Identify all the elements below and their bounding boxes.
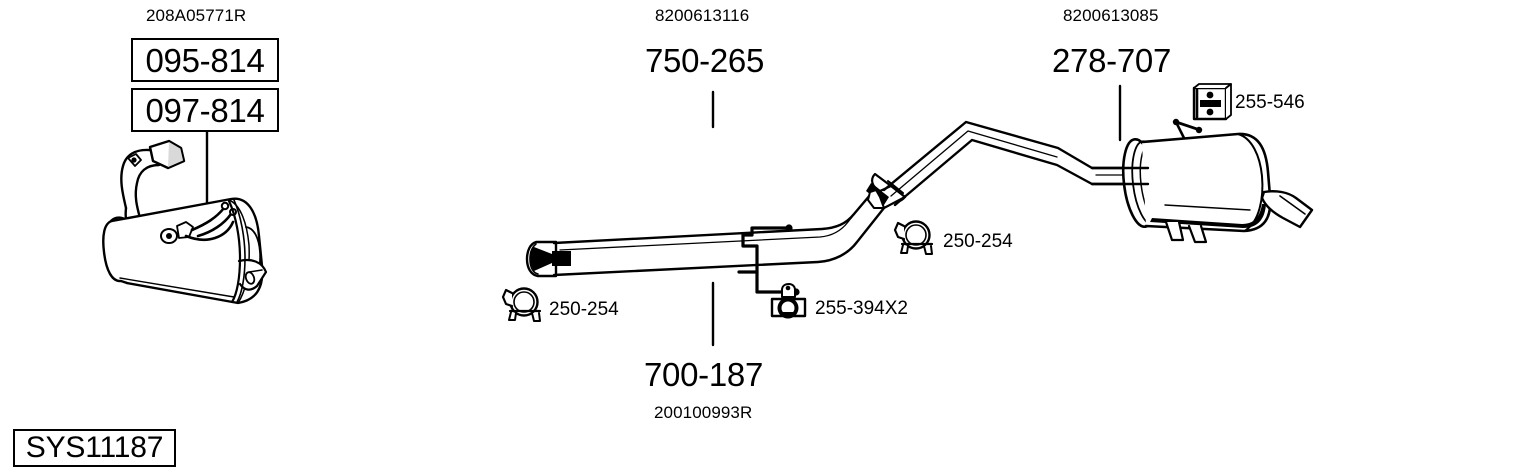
system-code-box: SYS11187: [13, 429, 176, 467]
centre-pipe-art: [525, 172, 907, 296]
oem-number-centre-pipe: 200100993R: [654, 403, 753, 422]
oem-number-front-pipe: 8200613116: [655, 6, 750, 25]
ref-rear-silencer: 278-707: [1052, 42, 1172, 79]
accessory-label-rubber-mount-centre: 255-394X2: [815, 298, 908, 319]
leader-line-hanger: [1174, 120, 1202, 132]
accessory-label-clamp-rear: 250-254: [943, 231, 1013, 252]
ref-centre-pipe: 700-187: [644, 356, 764, 393]
rear-silencer-art: [1090, 118, 1314, 244]
accessory-label-rubber-hanger-rear: 255-546: [1235, 92, 1305, 113]
accessory-label-clamp-front: 250-254: [549, 299, 619, 320]
ref-box-095-814: 095-814: [131, 38, 279, 82]
pipe-clamp-icon-rear: [893, 220, 934, 255]
rubber-mount-icon-centre: [770, 283, 807, 319]
rubber-hanger-icon-rear: [1192, 83, 1232, 121]
pipe-clamp-icon-front: [501, 287, 542, 322]
oem-number-rear-silencer: 8200613085: [1063, 6, 1159, 25]
ref-box-097-814: 097-814: [131, 88, 279, 132]
oem-number-catalytic-converter: 208A05771R: [146, 6, 247, 25]
catalytic-converter-art: [102, 139, 268, 305]
ref-front-pipe: 750-265: [645, 42, 765, 79]
